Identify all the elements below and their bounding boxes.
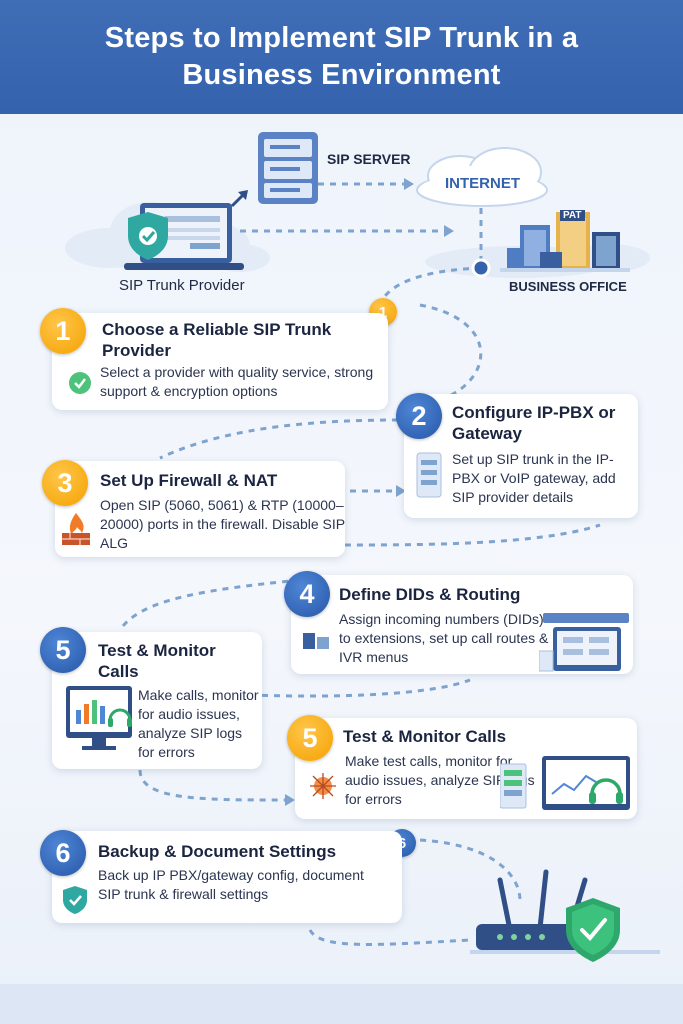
server-icon xyxy=(258,132,318,204)
shield-icon xyxy=(128,212,168,260)
pbx-monitor-icon xyxy=(539,613,629,672)
security-shield-icon xyxy=(566,898,620,962)
step-card-5b: Test & Monitor Calls Make test calls, mo… xyxy=(295,718,637,819)
firewall-icon xyxy=(62,513,90,545)
step-badge-6: 6 xyxy=(40,830,86,876)
step-card-4: Define DIDs & Routing Assign incoming nu… xyxy=(291,575,633,674)
sip-server-label: SIP SERVER xyxy=(327,151,411,167)
step-description: Make test calls, monitor for audio issue… xyxy=(345,753,535,807)
step-title: Choose a Reliable SIP Trunk Provider xyxy=(102,320,332,360)
arrow-heads xyxy=(285,178,454,806)
backup-shield-icon xyxy=(63,886,87,914)
step-description: Set up SIP trunk in the IP-PBX or VoIP g… xyxy=(452,451,616,505)
network-globe-icon xyxy=(310,773,336,799)
office-label: BUSINESS OFFICE xyxy=(509,279,627,294)
connector-lines xyxy=(118,182,601,946)
step-title: Configure IP-PBX or Gateway xyxy=(452,403,616,443)
step-title: Set Up Firewall & NAT xyxy=(100,471,278,490)
step-badge-5a: 5 xyxy=(40,627,86,673)
step-description: Back up IP PBX/gateway config, document … xyxy=(98,867,364,902)
monitor-headset-icon xyxy=(66,686,132,750)
provider-label: SIP Trunk Provider xyxy=(119,277,245,294)
location-pin-icon xyxy=(471,258,491,278)
step-title: Test & Monitor Calls xyxy=(98,641,216,681)
footer-band xyxy=(0,984,683,1024)
office-sign: PAT xyxy=(560,210,585,221)
page-title: Steps to Implement SIP Trunk in a Busine… xyxy=(104,22,579,91)
internet-label: INTERNET xyxy=(445,175,520,192)
step-card-2: Configure IP-PBX or Gateway Set up SIP t… xyxy=(404,394,638,518)
step-description: Assign incoming numbers (DIDs) to extens… xyxy=(339,611,549,665)
office-buildings-icon xyxy=(500,212,630,272)
step-card-6: Backup & Document Settings Back up IP PB… xyxy=(52,831,402,923)
step-description: Open SIP (5060, 5061) & RTP (10000–20000… xyxy=(100,497,345,551)
step-badge-5b: 5 xyxy=(287,715,333,761)
pbx-device-icon xyxy=(416,452,442,498)
step-badge-1: 1 xyxy=(40,308,86,354)
step-title: Define DIDs & Routing xyxy=(339,585,521,604)
header-banner: Steps to Implement SIP Trunk in a Busine… xyxy=(0,0,683,114)
step-card-1: Choose a Reliable SIP Trunk Provider Sel… xyxy=(52,313,388,410)
internet-cloud-icon xyxy=(416,147,548,207)
step-description: Make calls, monitor for audio issues, an… xyxy=(138,687,259,760)
step-description: Select a provider with quality service, … xyxy=(100,364,374,399)
step-badge-3: 3 xyxy=(42,460,88,506)
dashboard-headset-icon xyxy=(500,756,630,810)
check-circle-icon xyxy=(69,372,91,394)
router-icon xyxy=(470,869,660,954)
step-title: Backup & Document Settings xyxy=(98,842,337,861)
network-building-icon xyxy=(303,633,329,649)
step-title: Test & Monitor Calls xyxy=(343,727,507,746)
step-card-5a: Test & Monitor Calls Make calls, monitor… xyxy=(52,632,262,769)
step-badge-2: 2 xyxy=(396,393,442,439)
step-badge-4: 4 xyxy=(284,571,330,617)
step-card-3: Set Up Firewall & NAT Open SIP (5060, 50… xyxy=(55,461,345,557)
